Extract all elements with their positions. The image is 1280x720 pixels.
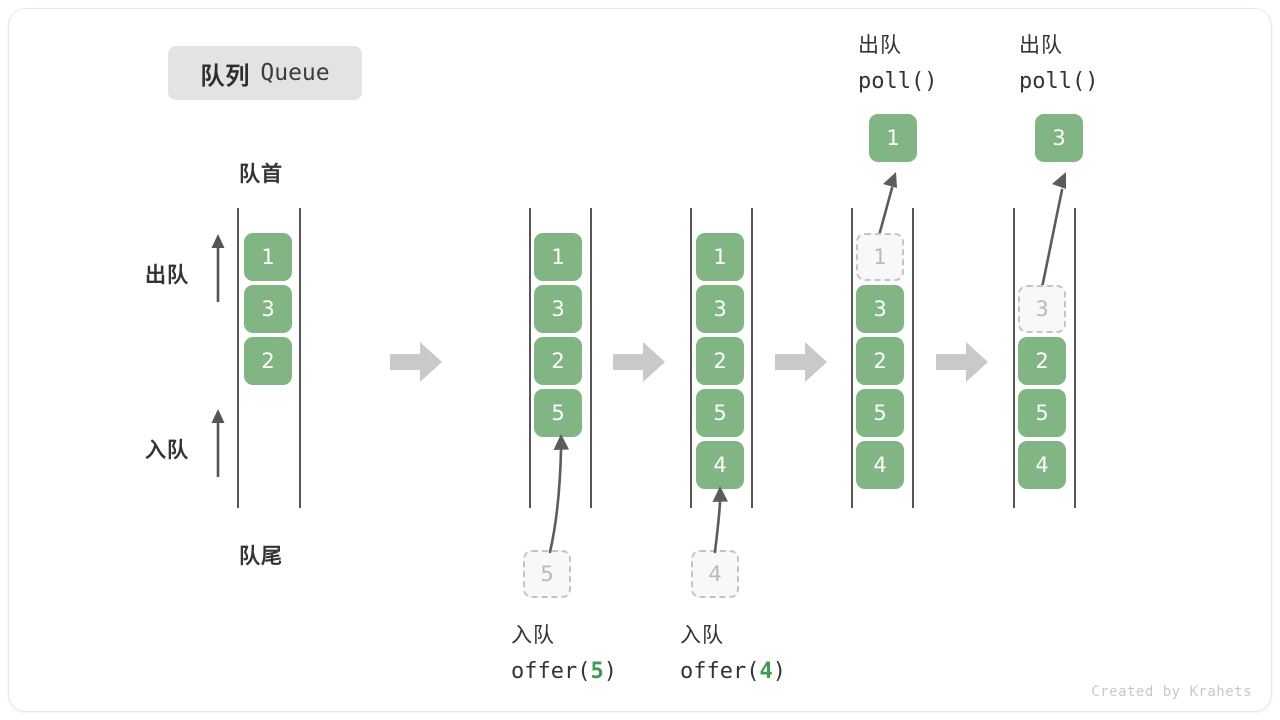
caption-arg: 5 [590,659,604,684]
caption-cn: 出队 [1019,34,1063,57]
polled-output-element: 3 [1035,114,1083,162]
queue-rail-left-stage4 [851,208,853,508]
diagram-title-chip: 队列 Queue [168,46,362,100]
enqueue-motion-arrow-icon [548,434,569,554]
queue-rail-left-stage5 [1013,208,1015,508]
queue-rail-right-stage3 [751,208,753,508]
enqueue-direction-arrow-icon [211,409,225,477]
stage-caption-poll-3: 出队 poll() [1019,28,1098,100]
queue-element: 1 [696,233,744,281]
diagram-title-cn: 队列 [200,62,251,90]
queue-element: 2 [856,337,904,385]
queue-ghost-element: 1 [856,233,904,281]
label-queue-tail: 队尾 [239,545,283,568]
caption-cn: 入队 [680,624,724,647]
queue-element: 5 [696,389,744,437]
diagram-title-en: Queue [260,60,330,86]
caption-arg: 4 [759,659,773,684]
queue-rail-right-stage1 [299,208,301,508]
step-arrow-icon [613,342,665,382]
queue-ghost-element: 3 [1018,285,1066,333]
stage-caption-offer-4: 入队 offer(4) [680,618,786,690]
queue-element-new: 4 [696,441,744,489]
queue-element: 1 [534,233,582,281]
queue-element: 2 [534,337,582,385]
queue-rail-right-stage2 [590,208,592,508]
label-dequeue-direction: 出队 [145,264,189,287]
queue-element: 2 [696,337,744,385]
stage-caption-offer-5: 入队 offer(5) [511,618,617,690]
stage-caption-poll-1: 出队 poll() [858,28,937,100]
queue-element: 4 [856,441,904,489]
queue-element: 3 [696,285,744,333]
queue-rail-right-stage4 [912,208,914,508]
queue-rail-right-stage5 [1074,208,1076,508]
queue-ghost-element: 5 [523,550,571,598]
queue-rail-left-stage2 [529,208,531,508]
step-arrow-icon [390,342,442,382]
queue-rail-left-stage3 [690,208,692,508]
caption-code: offer(5) [511,659,617,684]
queue-element: 5 [856,389,904,437]
queue-element: 3 [244,285,292,333]
queue-element: 4 [1018,441,1066,489]
caption-cn: 出队 [858,34,902,57]
dequeue-direction-arrow-icon [211,234,225,302]
label-enqueue-direction: 入队 [145,439,189,462]
credit-text: Created by Krahets [1091,684,1252,700]
queue-element: 3 [534,285,582,333]
queue-rail-left-stage1 [237,208,239,508]
caption-code: offer(4) [680,659,786,684]
queue-ghost-element: 4 [691,550,739,598]
polled-output-element: 1 [869,114,917,162]
enqueue-motion-arrow-icon [712,486,728,554]
step-arrow-icon [775,342,827,382]
queue-element: 3 [856,285,904,333]
queue-element: 1 [244,233,292,281]
caption-cn: 入队 [511,624,555,647]
caption-code: poll() [1019,69,1099,94]
step-arrow-icon [936,342,988,382]
queue-element-new: 5 [534,389,582,437]
caption-code: poll() [858,69,938,94]
label-queue-head: 队首 [239,163,283,186]
queue-element: 2 [1018,337,1066,385]
queue-element: 2 [244,337,292,385]
queue-element: 5 [1018,389,1066,437]
